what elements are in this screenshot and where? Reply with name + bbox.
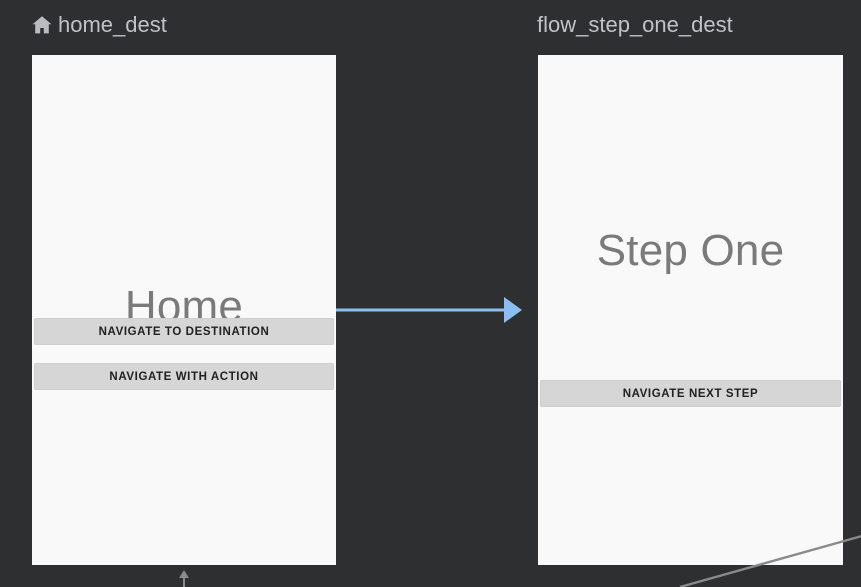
navigate-next-step-button[interactable]: NAVIGATE NEXT STEP: [540, 380, 841, 407]
edge-arrowhead-stub-below-home: [179, 570, 189, 587]
action-arrow-home-to-flow-step-one[interactable]: [330, 292, 530, 328]
destination-label-home-dest: home_dest: [58, 12, 167, 37]
destination-header-home-dest[interactable]: home_dest: [30, 11, 167, 39]
screen-title-step-one: Step One: [596, 226, 785, 275]
edge-line-bottom-right: [679, 535, 861, 587]
navigate-to-destination-button[interactable]: NAVIGATE TO DESTINATION: [34, 318, 334, 345]
navigate-with-action-button[interactable]: NAVIGATE WITH ACTION: [34, 363, 334, 390]
destination-header-flow-step-one-dest[interactable]: flow_step_one_dest: [537, 11, 733, 39]
destination-panel-home-dest[interactable]: Home NAVIGATE TO DESTINATION NAVIGATE WI…: [32, 55, 336, 565]
destination-panel-flow-step-one-dest[interactable]: Step One NAVIGATE NEXT STEP: [538, 55, 843, 565]
screen-preview-home: Home NAVIGATE TO DESTINATION NAVIGATE WI…: [32, 55, 336, 565]
home-icon: [30, 13, 54, 37]
screen-preview-flow-step-one: Step One NAVIGATE NEXT STEP: [538, 55, 843, 565]
destination-label-flow-step-one-dest: flow_step_one_dest: [537, 12, 733, 37]
